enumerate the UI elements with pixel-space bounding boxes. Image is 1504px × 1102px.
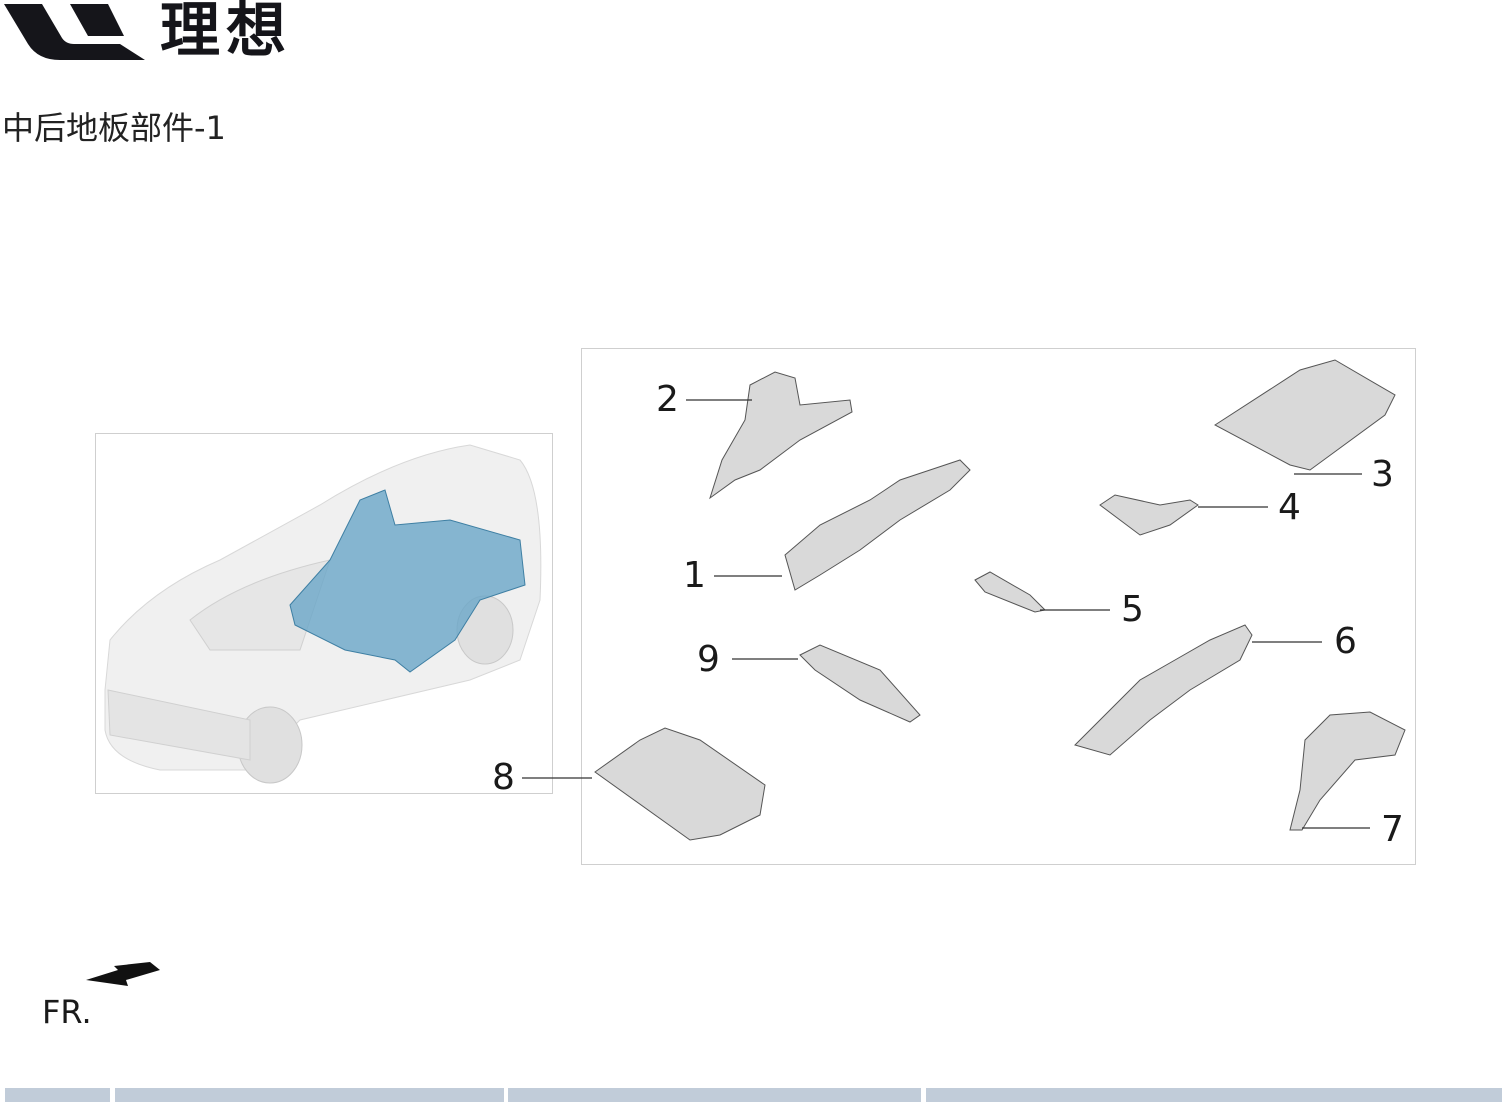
callout-5: 5 bbox=[1121, 589, 1144, 630]
front-direction-label: FR. bbox=[42, 993, 92, 1031]
part-4 bbox=[1099, 494, 1199, 536]
footer-bar-2 bbox=[115, 1088, 504, 1102]
part-5 bbox=[974, 571, 1047, 613]
part-7 bbox=[1289, 711, 1406, 831]
callout-3: 3 bbox=[1371, 454, 1394, 495]
footer-bar-1 bbox=[5, 1088, 110, 1102]
part-6 bbox=[1074, 624, 1253, 756]
footer-bar-3 bbox=[508, 1088, 921, 1102]
part-8 bbox=[594, 727, 766, 841]
footer-bar-4 bbox=[926, 1088, 1502, 1102]
part-3 bbox=[1214, 359, 1396, 471]
front-direction-arrow-icon bbox=[86, 962, 160, 986]
callout-8: 8 bbox=[492, 757, 515, 798]
part-9 bbox=[799, 644, 921, 723]
callout-7: 7 bbox=[1381, 809, 1404, 850]
part-2 bbox=[709, 371, 853, 500]
page-title: 中后地板部件-1 bbox=[2, 109, 226, 147]
leader-lines bbox=[522, 399, 1370, 829]
callout-9: 9 bbox=[697, 639, 720, 680]
highlighted-floor-assembly bbox=[289, 489, 526, 673]
part-1 bbox=[784, 459, 971, 591]
callout-6: 6 bbox=[1334, 621, 1357, 662]
brand-text: 理想 bbox=[160, 0, 292, 66]
callout-1: 1 bbox=[683, 555, 706, 596]
li-auto-logo bbox=[4, 4, 145, 60]
callout-2: 2 bbox=[656, 379, 679, 420]
callout-4: 4 bbox=[1278, 487, 1301, 528]
